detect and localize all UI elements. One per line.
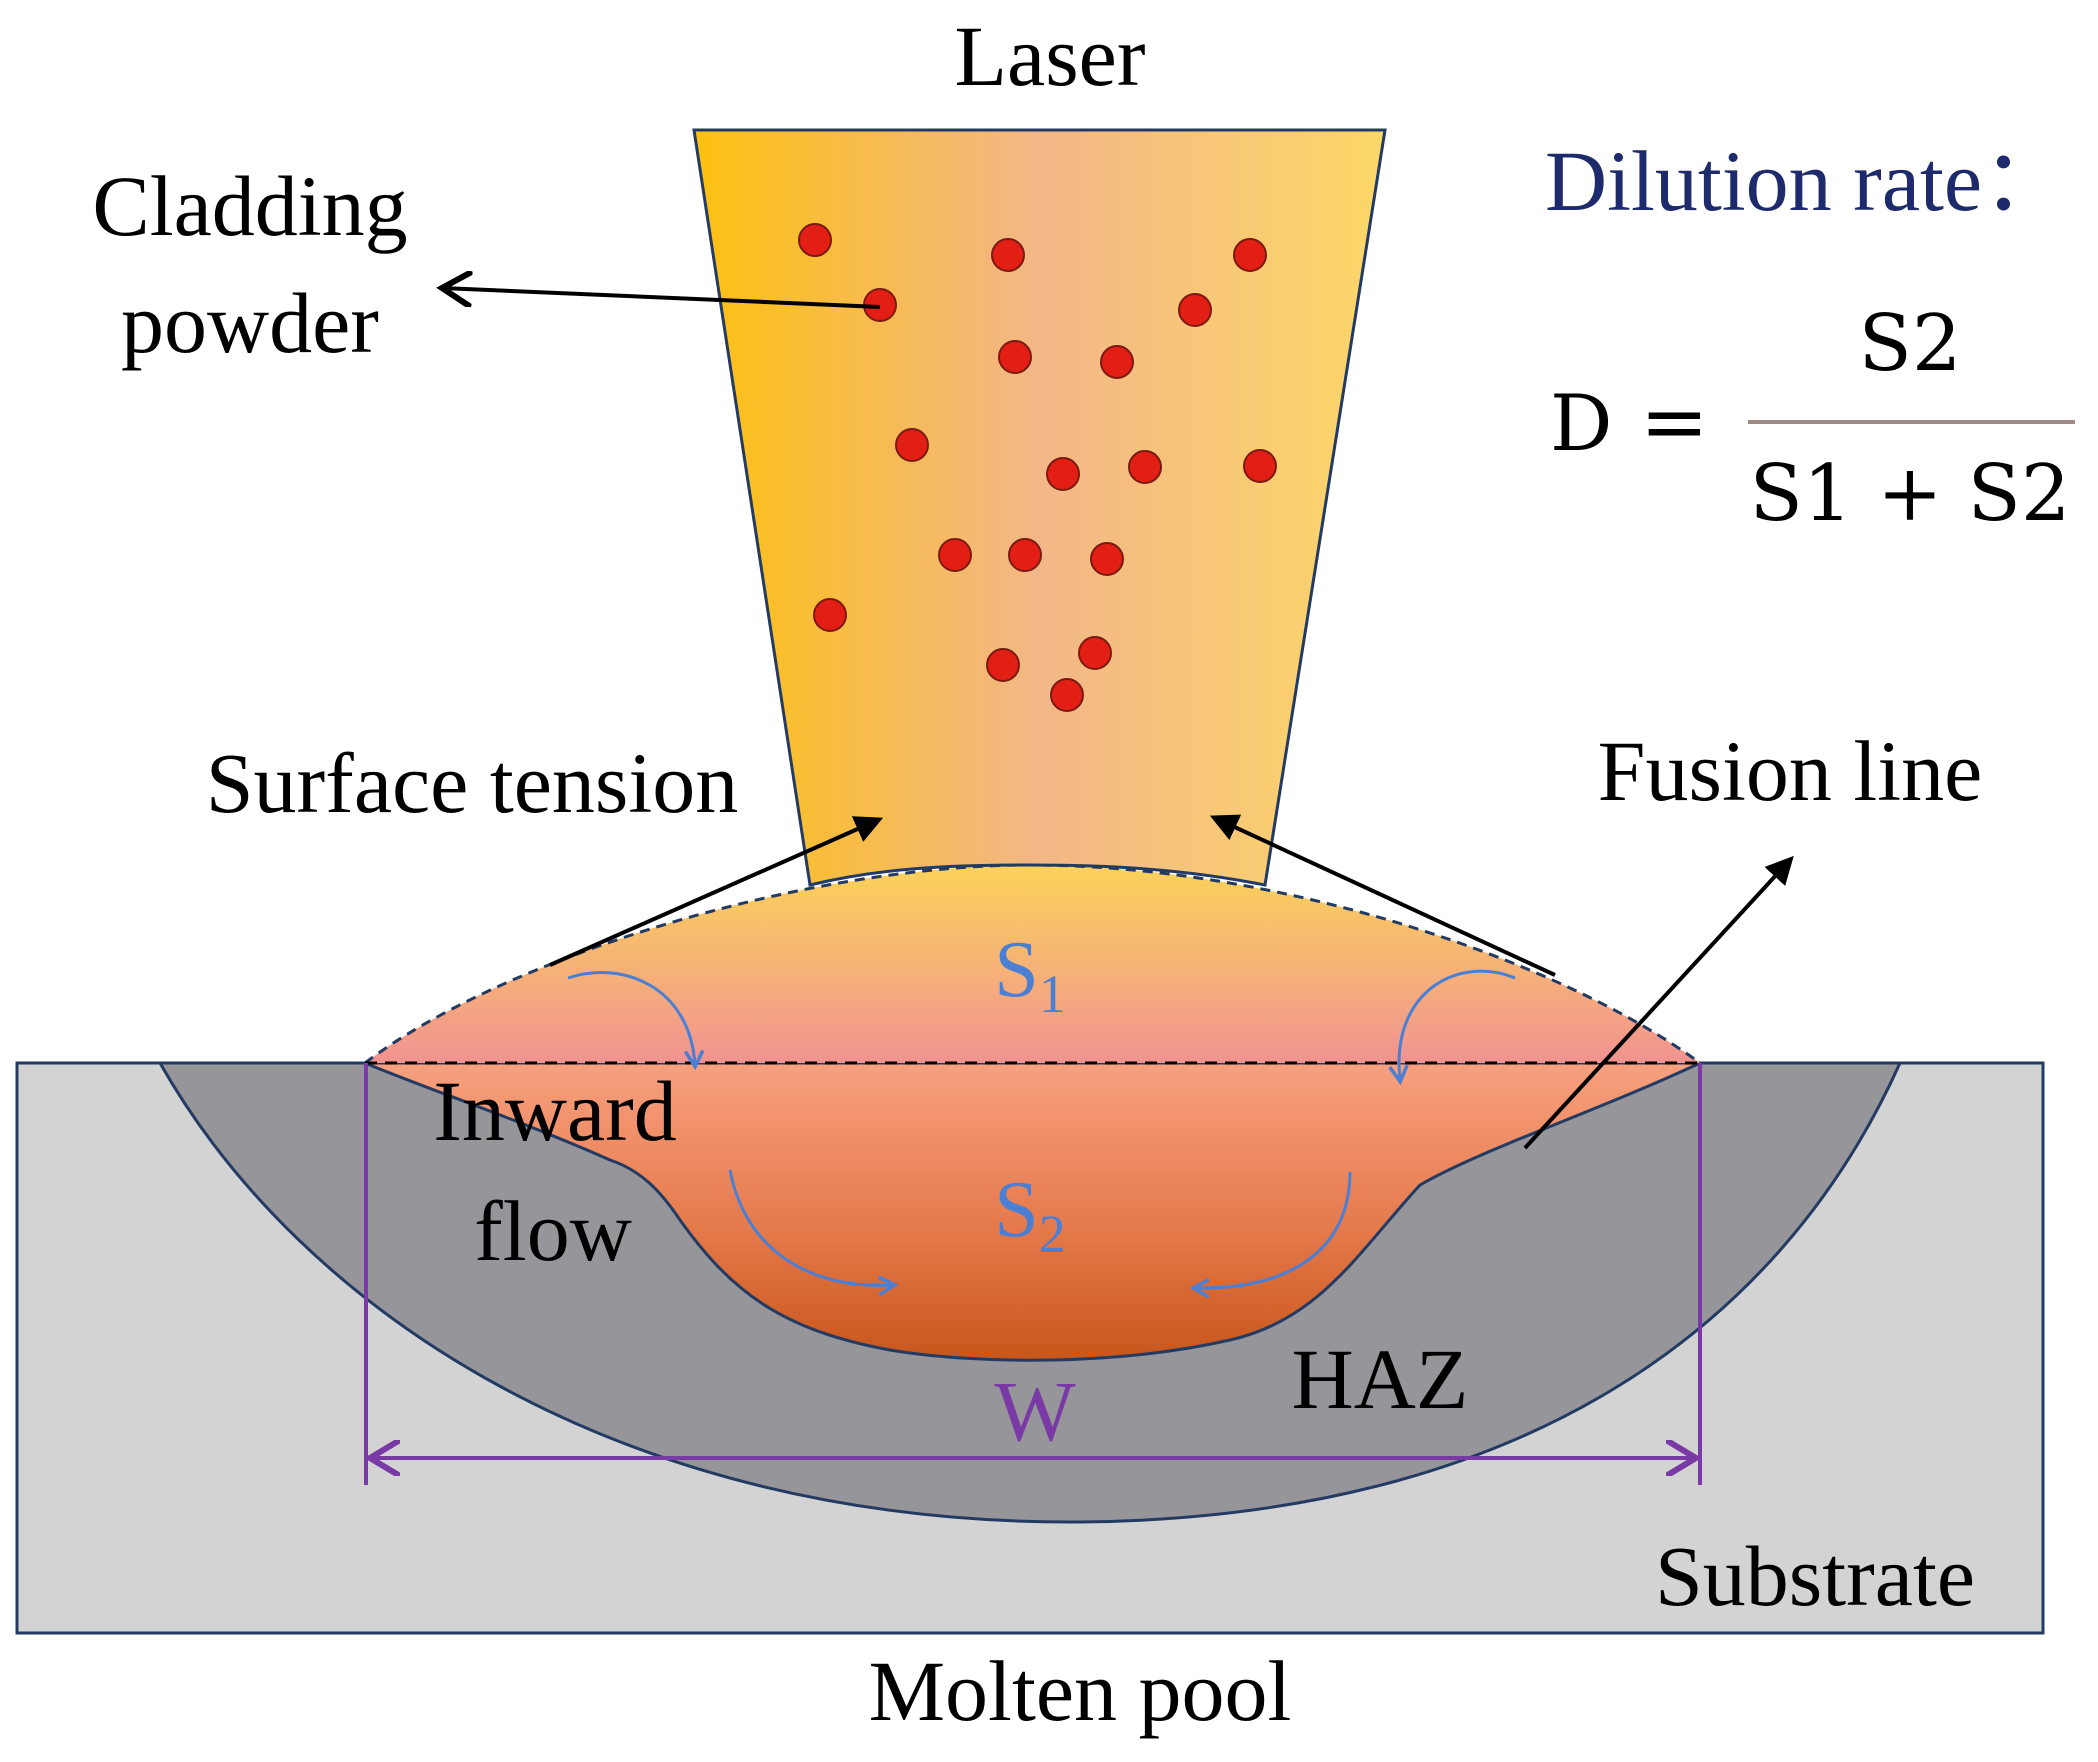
- inward-flow-label-line2: flow: [474, 1183, 632, 1279]
- curved-arrow-icon: [567, 970, 695, 1065]
- powder-particle: [1046, 457, 1080, 491]
- molten-pool-region: [364, 1061, 1701, 1362]
- powder-particle: [1050, 678, 1084, 712]
- width-label: W: [994, 1363, 1075, 1459]
- formula-numerator: S2: [1858, 299, 1961, 389]
- powder-particle: [895, 428, 929, 462]
- area-s2-base: S: [994, 1166, 1039, 1254]
- surface-tension-arrow-right: [1209, 814, 1556, 977]
- area-s1-subscript: 1: [1039, 964, 1066, 1024]
- area-s2-subscript: 2: [1039, 1204, 1066, 1264]
- cladding-powder-arrow: [442, 288, 881, 309]
- cladding-powder-label-line1: Cladding: [92, 158, 407, 254]
- formula-title: Dilution rate：: [1545, 133, 2068, 229]
- powder-particle: [998, 340, 1032, 374]
- powder-particle: [798, 223, 832, 257]
- formula-equals: =: [1640, 375, 1709, 470]
- surface-tension-label: Surface tension: [206, 735, 739, 831]
- powder-particle: [1008, 538, 1042, 572]
- powder-particle: [1233, 238, 1267, 272]
- powder-particle: [1100, 345, 1134, 379]
- powder-particle: [1090, 542, 1124, 576]
- powder-particle: [1178, 293, 1212, 327]
- flow-arrows: [567, 969, 1516, 1288]
- molten-pool-label: Molten pool: [869, 1643, 1292, 1739]
- fusion-line-arrow: [1523, 855, 1794, 1150]
- curved-arrow-icon: [1399, 969, 1516, 1080]
- fusion-line-label: Fusion line: [1598, 723, 1983, 819]
- laser-beam: [692, 128, 1387, 887]
- width-marker: [364, 1063, 1702, 1485]
- powder-particle: [813, 598, 847, 632]
- powder-particle: [1078, 636, 1112, 670]
- powder-particle: [938, 538, 972, 572]
- formula-lhs: D: [1550, 379, 1613, 469]
- powder-particle: [986, 648, 1020, 682]
- area-s2-label: S2: [994, 1166, 1066, 1264]
- surface-tension-arrow-left: [549, 816, 884, 967]
- area-s1-base: S: [994, 926, 1039, 1014]
- powder-particle: [991, 238, 1025, 272]
- substrate-label: Substrate: [1655, 1528, 1975, 1624]
- inward-flow-label-line1: Inward: [433, 1063, 677, 1159]
- curved-arrow-icon: [1195, 1171, 1352, 1288]
- cladding-powder-label-line2: powder: [121, 275, 379, 371]
- haz-label: HAZ: [1292, 1331, 1469, 1427]
- laser-label: Laser: [955, 8, 1146, 104]
- powder-particles: [798, 223, 1277, 712]
- area-s1-label: S1: [994, 926, 1066, 1024]
- formula-denominator: S1 + S2: [1749, 449, 2070, 539]
- powder-particle: [1128, 450, 1162, 484]
- powder-particle: [1243, 449, 1277, 483]
- curved-arrow-icon: [728, 1169, 893, 1285]
